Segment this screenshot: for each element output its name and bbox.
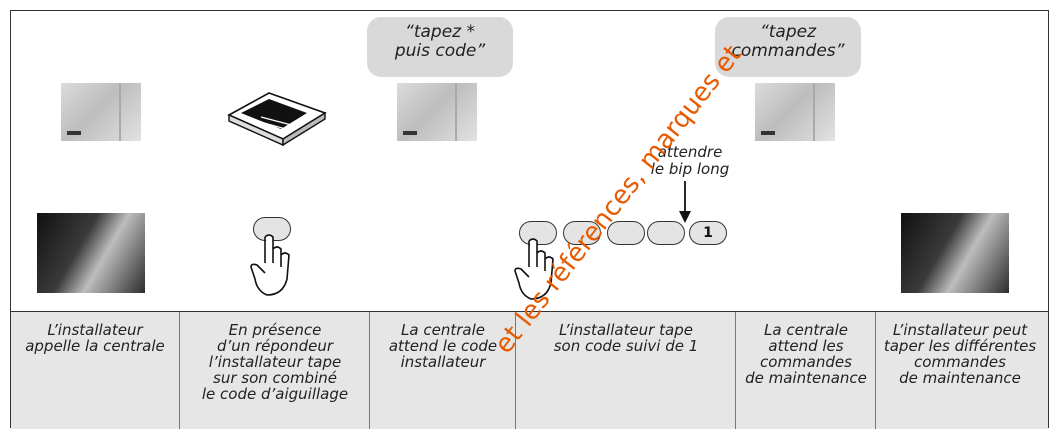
column-divider bbox=[179, 312, 180, 429]
speech-bubble-commands: “tapez commandes” bbox=[715, 17, 861, 77]
installer-photo bbox=[901, 213, 1009, 293]
caption-step-3: La centrale attend le code installateur bbox=[388, 321, 498, 371]
caption-band: L’installateur appelle la centrale En pr… bbox=[11, 311, 1048, 429]
caption-step-2: En présence d’un répondeur l’installateu… bbox=[201, 321, 349, 403]
key-button bbox=[563, 221, 601, 245]
caption-step-1: L’installateur appelle la centrale bbox=[25, 321, 165, 355]
column-divider bbox=[735, 312, 736, 429]
column-divider bbox=[369, 312, 370, 429]
installer-photo bbox=[37, 213, 145, 293]
caption-step-4: L’installateur tape son code suivi de 1 bbox=[553, 321, 699, 355]
control-panel-image bbox=[61, 83, 141, 141]
answering-machine-icon bbox=[221, 87, 331, 147]
key-one-button: 1 bbox=[689, 221, 727, 245]
key-button bbox=[519, 221, 557, 245]
finger-press-icon bbox=[250, 234, 290, 296]
control-panel-image bbox=[397, 83, 477, 141]
key-button bbox=[607, 221, 645, 245]
column-divider bbox=[515, 312, 516, 429]
key-button bbox=[647, 221, 685, 245]
caption-step-6: L’installateur peut taper les différente… bbox=[883, 321, 1037, 387]
caption-step-5: La centrale attend les commandes de main… bbox=[745, 321, 867, 387]
wait-beep-label: attendre le bip long bbox=[650, 143, 730, 178]
speech-bubble-code: “tapez * puis code” bbox=[367, 17, 513, 77]
down-arrow-icon bbox=[679, 181, 691, 223]
finger-press-icon bbox=[514, 238, 554, 300]
column-divider bbox=[875, 312, 876, 429]
diagram-frame: “tapez * puis code” “tapez commandes” at… bbox=[10, 10, 1049, 429]
control-panel-image bbox=[755, 83, 835, 141]
